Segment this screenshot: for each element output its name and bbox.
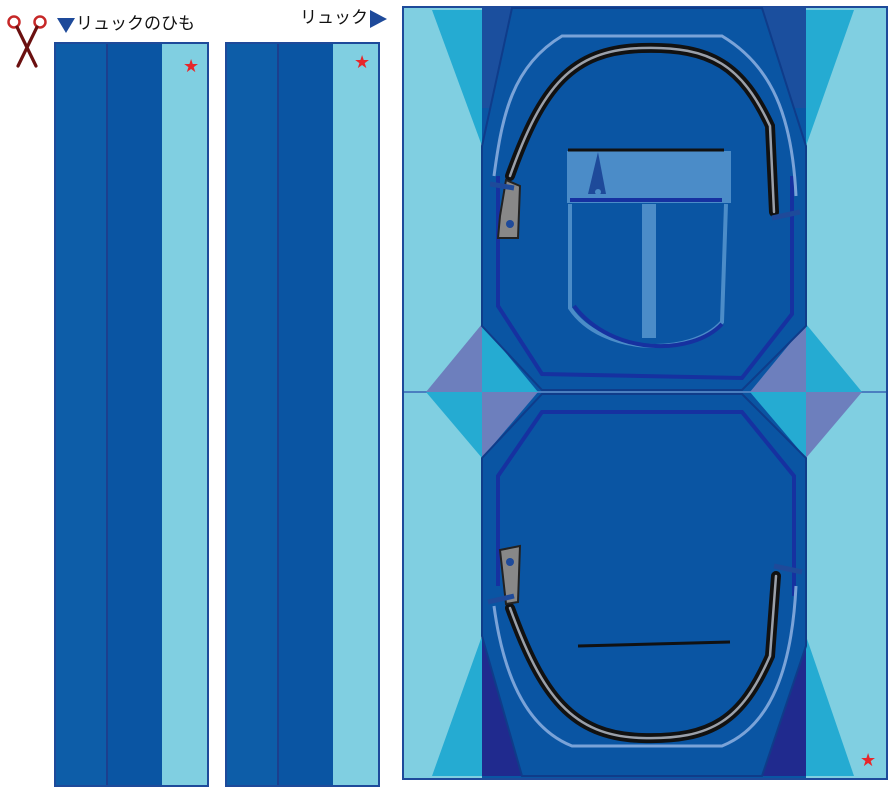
triangle-lavender xyxy=(806,392,862,458)
strap-piece-1: ★ xyxy=(54,42,209,787)
strap-band-light xyxy=(162,44,207,785)
strap-band-mid xyxy=(108,44,162,785)
buckle-rivet xyxy=(506,558,514,566)
strap-band-dark xyxy=(227,44,279,785)
scissors-icon xyxy=(7,15,47,68)
strap-band-dark xyxy=(56,44,108,785)
triangle-lavender xyxy=(482,392,538,458)
triangle-cyan xyxy=(806,324,862,392)
stitch-line xyxy=(492,34,798,197)
pocket-seam xyxy=(642,204,656,338)
stitch-line xyxy=(492,585,798,748)
backpack-label: リュック xyxy=(300,8,368,28)
triangle-cyan xyxy=(806,10,854,146)
pocket-curve xyxy=(572,304,724,349)
bottom-panel-inner xyxy=(496,410,796,596)
star-icon: ★ xyxy=(354,52,371,73)
straps-label: リュックのひも xyxy=(76,14,195,34)
strap-end xyxy=(489,181,515,191)
bottom-panel xyxy=(481,393,807,777)
strap-end xyxy=(771,209,801,221)
triangle-cyan xyxy=(750,392,806,458)
triangle-cyan xyxy=(432,636,482,776)
pocket-tab xyxy=(588,152,606,194)
buckle xyxy=(498,544,522,606)
strap-end xyxy=(773,563,803,575)
star-icon: ★ xyxy=(860,750,877,771)
triangle-right-icon xyxy=(370,9,387,28)
triangle-cyan xyxy=(432,10,482,146)
handle-bottom-highlight xyxy=(508,574,778,740)
triangle-down-icon xyxy=(57,17,75,33)
backpack-heading: リュック xyxy=(300,8,388,29)
straps-heading: リュックのひも xyxy=(56,14,195,34)
zipper-line xyxy=(577,640,731,648)
top-panel-inner xyxy=(496,176,794,381)
strap-end xyxy=(487,593,515,605)
pocket-button xyxy=(595,189,601,195)
star-icon: ★ xyxy=(183,56,200,77)
buckle-rivet xyxy=(506,220,514,228)
triangle-cyan xyxy=(426,392,482,458)
strap-piece-2: ★ xyxy=(225,42,380,787)
strap-band-light xyxy=(333,44,378,785)
backpack-cutout xyxy=(402,6,888,780)
strap-band-mid xyxy=(279,44,333,785)
handle-top-highlight xyxy=(508,46,776,214)
triangle-cyan xyxy=(806,636,854,776)
triangle-lavender xyxy=(426,324,482,392)
